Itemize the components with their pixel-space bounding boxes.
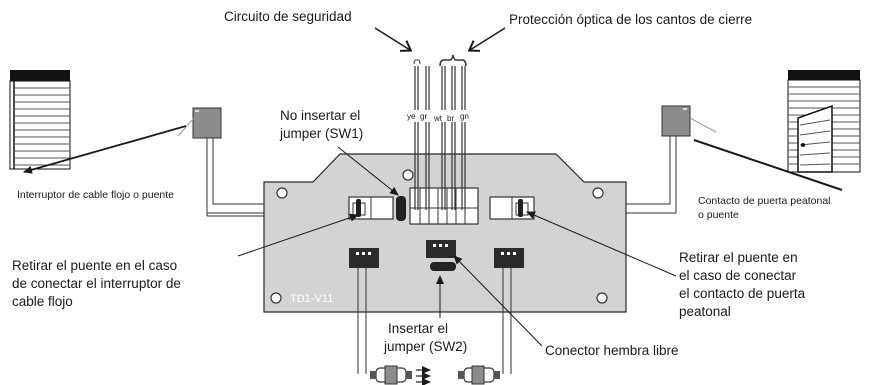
wire-label-gn: gn — [460, 112, 469, 121]
signal-wires — [414, 66, 466, 210]
label-insert-jumper-sw2-2: jumper (SW2) — [383, 339, 467, 354]
right-garage-door-icon — [787, 70, 861, 173]
board-id: TD1-V11 — [290, 293, 333, 305]
photocell-receiver-icon — [458, 365, 500, 385]
arrow-to-left-door — [23, 125, 187, 174]
leader-sw1 — [337, 146, 399, 196]
label-wicket-door-1: Contacto de puerta peatonal — [698, 195, 831, 207]
label-insert-jumper-sw2-1: Insertar el — [388, 321, 448, 336]
slack-cable-switch-box — [192, 107, 222, 139]
free-female-connector — [426, 240, 456, 258]
left-bridge-terminal — [348, 196, 394, 220]
bottom-right-connector — [494, 248, 524, 268]
label-remove-bridge-right-1: Retirar el puente en — [679, 250, 798, 265]
photocell-transmitter-icon — [370, 365, 412, 385]
label-remove-bridge-right-3: el contacto de puerta — [679, 286, 806, 301]
label-remove-bridge-right-4: peatonal — [679, 304, 731, 319]
wire-label-wt: wt — [433, 114, 443, 123]
central-terminal-block — [409, 187, 479, 225]
left-garage-door-icon — [9, 70, 71, 170]
arrow-safety-circuit — [374, 27, 413, 52]
mounting-holes — [270, 169, 608, 304]
safety-circuit-brace — [413, 59, 421, 65]
optical-protection-brace — [439, 54, 467, 67]
label-safety-circuit: Circuito de seguridad — [224, 9, 352, 24]
bottom-left-connector — [349, 248, 379, 268]
wire-label-ye: ye — [407, 112, 416, 121]
label-remove-bridge-left-1: Retirar el puente en el caso — [12, 258, 177, 273]
arrow-to-right-door — [693, 139, 843, 191]
leader-remove-bridge-left — [237, 213, 359, 257]
label-remove-bridge-left-2: de conectar el interruptor de — [12, 276, 181, 291]
label-wicket-door-2: o puente — [698, 209, 739, 221]
label-optical-protection: Protección óptica de los cantos de cierr… — [509, 12, 752, 27]
sw1-jumper-slot — [396, 196, 406, 221]
label-no-jumper-sw1-1: No insertar el — [280, 108, 360, 123]
control-board — [263, 153, 627, 313]
wicket-door-contact-box — [661, 105, 691, 137]
label-free-female-connector: Conector hembra libre — [545, 343, 679, 358]
light-beam-arrows — [416, 366, 431, 385]
label-slack-cable-switch: Interruptor de cable flojo o puente — [17, 189, 174, 201]
sw2-jumper — [430, 262, 456, 271]
label-remove-bridge-left-3: cable flojo — [12, 294, 73, 309]
label-no-jumper-sw1-2: jumper (SW1) — [279, 126, 363, 141]
leader-remove-bridge-right — [526, 211, 677, 277]
wire-label-gr: gr — [420, 112, 427, 121]
right-bridge-terminal — [489, 196, 535, 220]
label-remove-bridge-right-2: el caso de conectar — [679, 268, 797, 283]
wire-label-br: br — [447, 114, 454, 123]
leader-free-connector — [453, 255, 543, 347]
arrow-optical-protection — [467, 27, 506, 52]
